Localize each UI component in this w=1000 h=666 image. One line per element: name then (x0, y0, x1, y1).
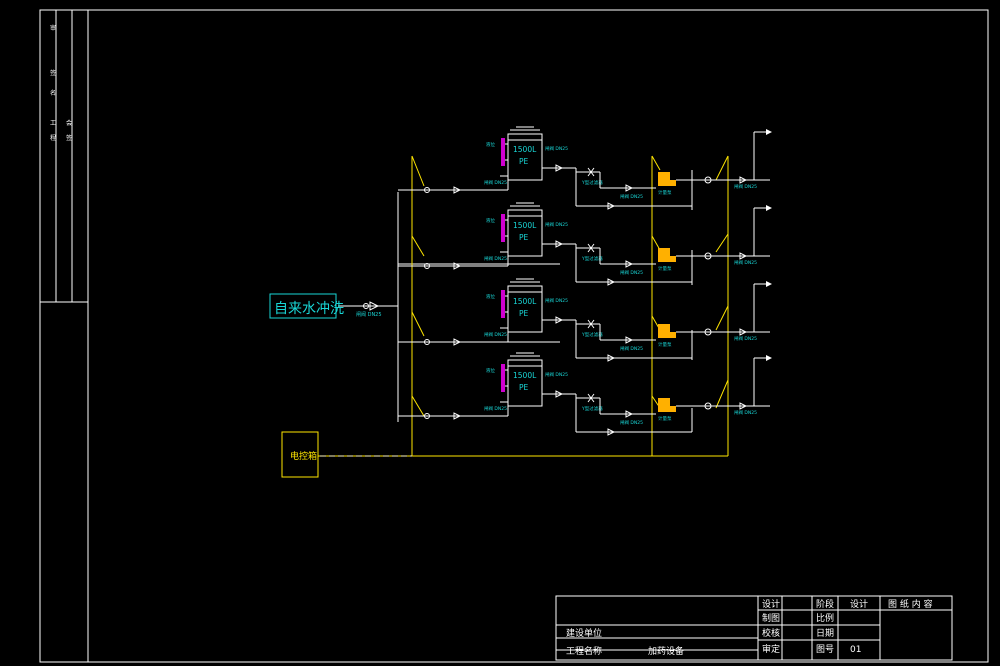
valve-label: 闸阀 DN25 (545, 371, 568, 378)
tank-body (507, 133, 543, 181)
level-gauge (501, 214, 505, 242)
control-box: 电控箱 (281, 431, 319, 478)
header-valve (424, 339, 430, 345)
y-strainer (587, 393, 595, 403)
tank-body (507, 359, 543, 407)
source-label: 自来水冲洗 (274, 301, 344, 317)
strainer-label: Y型过滤器 (581, 179, 603, 186)
stage-value: 设计 (850, 598, 868, 610)
side-signature-strip: 审 签 名 工 程 会 签 (50, 24, 72, 142)
stage-label: 阶段 (816, 598, 834, 610)
strainer-label: Y型过滤器 (581, 331, 603, 338)
side-label: 工 (50, 120, 56, 127)
valve-label: 闸阀 DN25 (620, 419, 643, 426)
title-block (555, 595, 953, 661)
scale-label: 比例 (816, 612, 834, 624)
project-name-value: 加药设备 (648, 645, 684, 657)
drawing-no-label: 图号 (816, 644, 834, 655)
level-gauge (501, 364, 505, 392)
tank-capacity: 1500L (513, 297, 537, 306)
outlet-arrow-icon (766, 129, 772, 135)
valve-label: 闸阀 DN25 (484, 405, 507, 412)
valve-label: 闸阀 DN25 (734, 183, 757, 190)
valve-label: 闸阀 DN25 (484, 179, 507, 186)
header-valve (424, 263, 430, 269)
valve-label: 闸阀 DN25 (734, 409, 757, 416)
y-strainer (587, 319, 595, 329)
side-label: 程 (50, 134, 56, 142)
tank-capacity: 1500L (513, 145, 537, 154)
tank-body (507, 209, 543, 257)
project-name-label: 工程名称 (566, 645, 602, 657)
valve-label: 闸阀 DN25 (734, 335, 757, 342)
tank-body (507, 285, 543, 333)
level-label: 液位 (486, 367, 495, 374)
outlet-arrow-icon (766, 205, 772, 211)
y-strainer (587, 243, 595, 253)
design-label: 设计 (762, 598, 780, 610)
level-label: 液位 (486, 217, 495, 224)
outlet-arrow-icon (766, 355, 772, 361)
level-label: 液位 (486, 141, 495, 148)
content-label: 图 纸 内 容 (888, 598, 933, 610)
level-gauge (501, 138, 505, 166)
valve-label: 闸阀 DN25 (484, 331, 507, 338)
inlet-label: 闸阀 DN25 (356, 311, 382, 318)
valve-label: 闸阀 DN25 (620, 193, 643, 200)
side-label: 审 (50, 24, 56, 32)
valve-label: 闸阀 DN25 (545, 297, 568, 304)
outlet-arrow-icon (766, 281, 772, 287)
drawing-label: 制图 (762, 612, 780, 624)
check-label: 校核 (762, 627, 780, 639)
valve-label: 闸阀 DN25 (545, 221, 568, 228)
level-label: 液位 (486, 293, 495, 300)
strainer-label: Y型过滤器 (581, 255, 603, 262)
header-valve (424, 413, 430, 419)
tank-capacity: 1500L (513, 221, 537, 230)
side-label: 签 (66, 134, 72, 142)
inlet-valve: 闸阀 DN25 (356, 301, 382, 318)
side-label: 签 (50, 69, 56, 77)
tank-material: PE (519, 309, 529, 318)
valve-label: 闸阀 DN25 (484, 255, 507, 262)
valve-label: 闸阀 DN25 (620, 345, 643, 352)
drawing-frame (39, 9, 989, 663)
valve-label: 闸阀 DN25 (734, 259, 757, 266)
title-block-text: 建设单位 工程名称 加药设备 设计 制图 校核 审定 阶段 设计 比例 日期 图… (566, 598, 933, 657)
pump-label: 计量泵 (658, 341, 672, 348)
control-box-label: 电控箱 (290, 450, 317, 462)
header-valve (424, 187, 430, 193)
tank-material: PE (519, 383, 529, 392)
pump-label: 计量泵 (658, 415, 672, 422)
pump-label: 计量泵 (658, 189, 672, 196)
valve-label: 闸阀 DN25 (620, 269, 643, 276)
drawing-no-value: 01 (850, 645, 861, 655)
level-gauge (501, 290, 505, 318)
side-label: 名 (50, 89, 56, 97)
tank-capacity: 1500L (513, 371, 537, 380)
tank-material: PE (519, 157, 529, 166)
build-unit-label: 建设单位 (566, 627, 602, 639)
water-source: 自来水冲洗 (269, 293, 344, 319)
valve-label: 闸阀 DN25 (545, 145, 568, 152)
strainer-label: Y型过滤器 (581, 405, 603, 412)
pump-label: 计量泵 (658, 265, 672, 272)
tank-material: PE (519, 233, 529, 242)
date-label: 日期 (816, 628, 834, 639)
y-strainer (587, 167, 595, 177)
review-label: 审定 (762, 643, 780, 655)
side-label: 会 (66, 119, 72, 127)
